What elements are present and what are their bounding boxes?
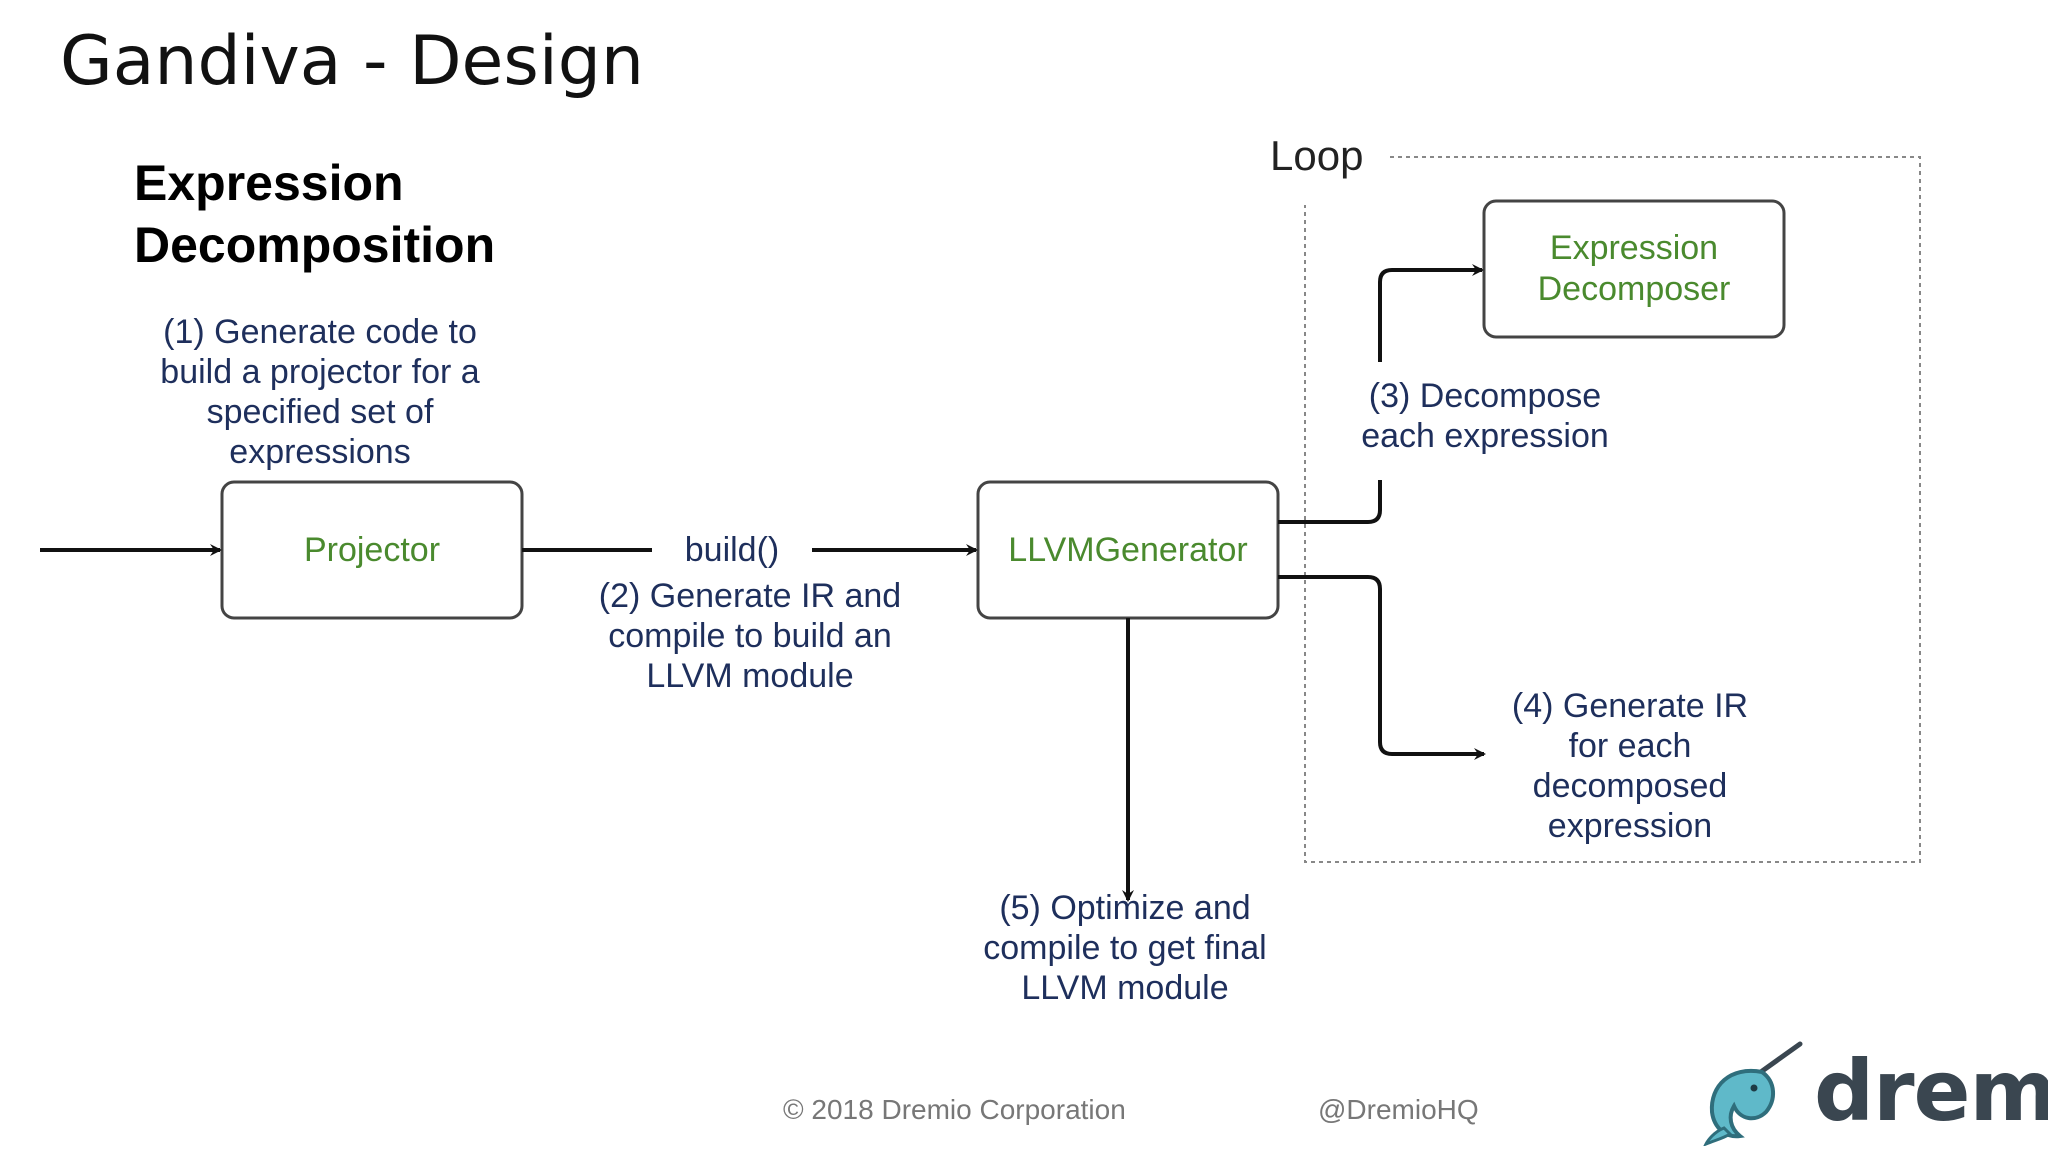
projector-label: Projector [303,530,441,569]
section-heading: Expression Decomposition [134,152,495,276]
footer-copyright: © 2018 Dremio Corporation [783,1094,1126,1125]
step1-note: (1) Generate code to build a projector f… [160,313,480,471]
build-edge-label: build() [684,531,780,569]
section-heading-line2: Decomposition [134,217,496,273]
step5-note: (5) Optimize and compile to get final LL… [983,889,1267,1007]
footer-handle: @DremioHQ [1318,1094,1479,1125]
step3-note: (3) Decompose each expression [1361,377,1609,455]
step4-note: (4) Generate IR for each decomposed expr… [1511,687,1749,845]
llvm-generator-label: LLVMGenerator [1008,530,1248,569]
section-heading-line1: Expression [134,155,404,211]
expression-decomposer-label: Expression Decomposer [1537,229,1731,308]
loop-label: Loop [1270,132,1364,179]
logo-wordmark: dremio [1814,1042,2048,1140]
generate-ir-arrow [1278,575,1486,760]
step2-note: (2) Generate IR and compile to build an … [598,577,902,695]
narwhal-icon [1703,1041,1803,1146]
loop-boundary [1304,156,1921,863]
decompose-arrow [1278,270,1482,524]
slide-title: Gandiva - Design [60,22,644,101]
dremio-logo: dremio [1700,1036,2048,1146]
